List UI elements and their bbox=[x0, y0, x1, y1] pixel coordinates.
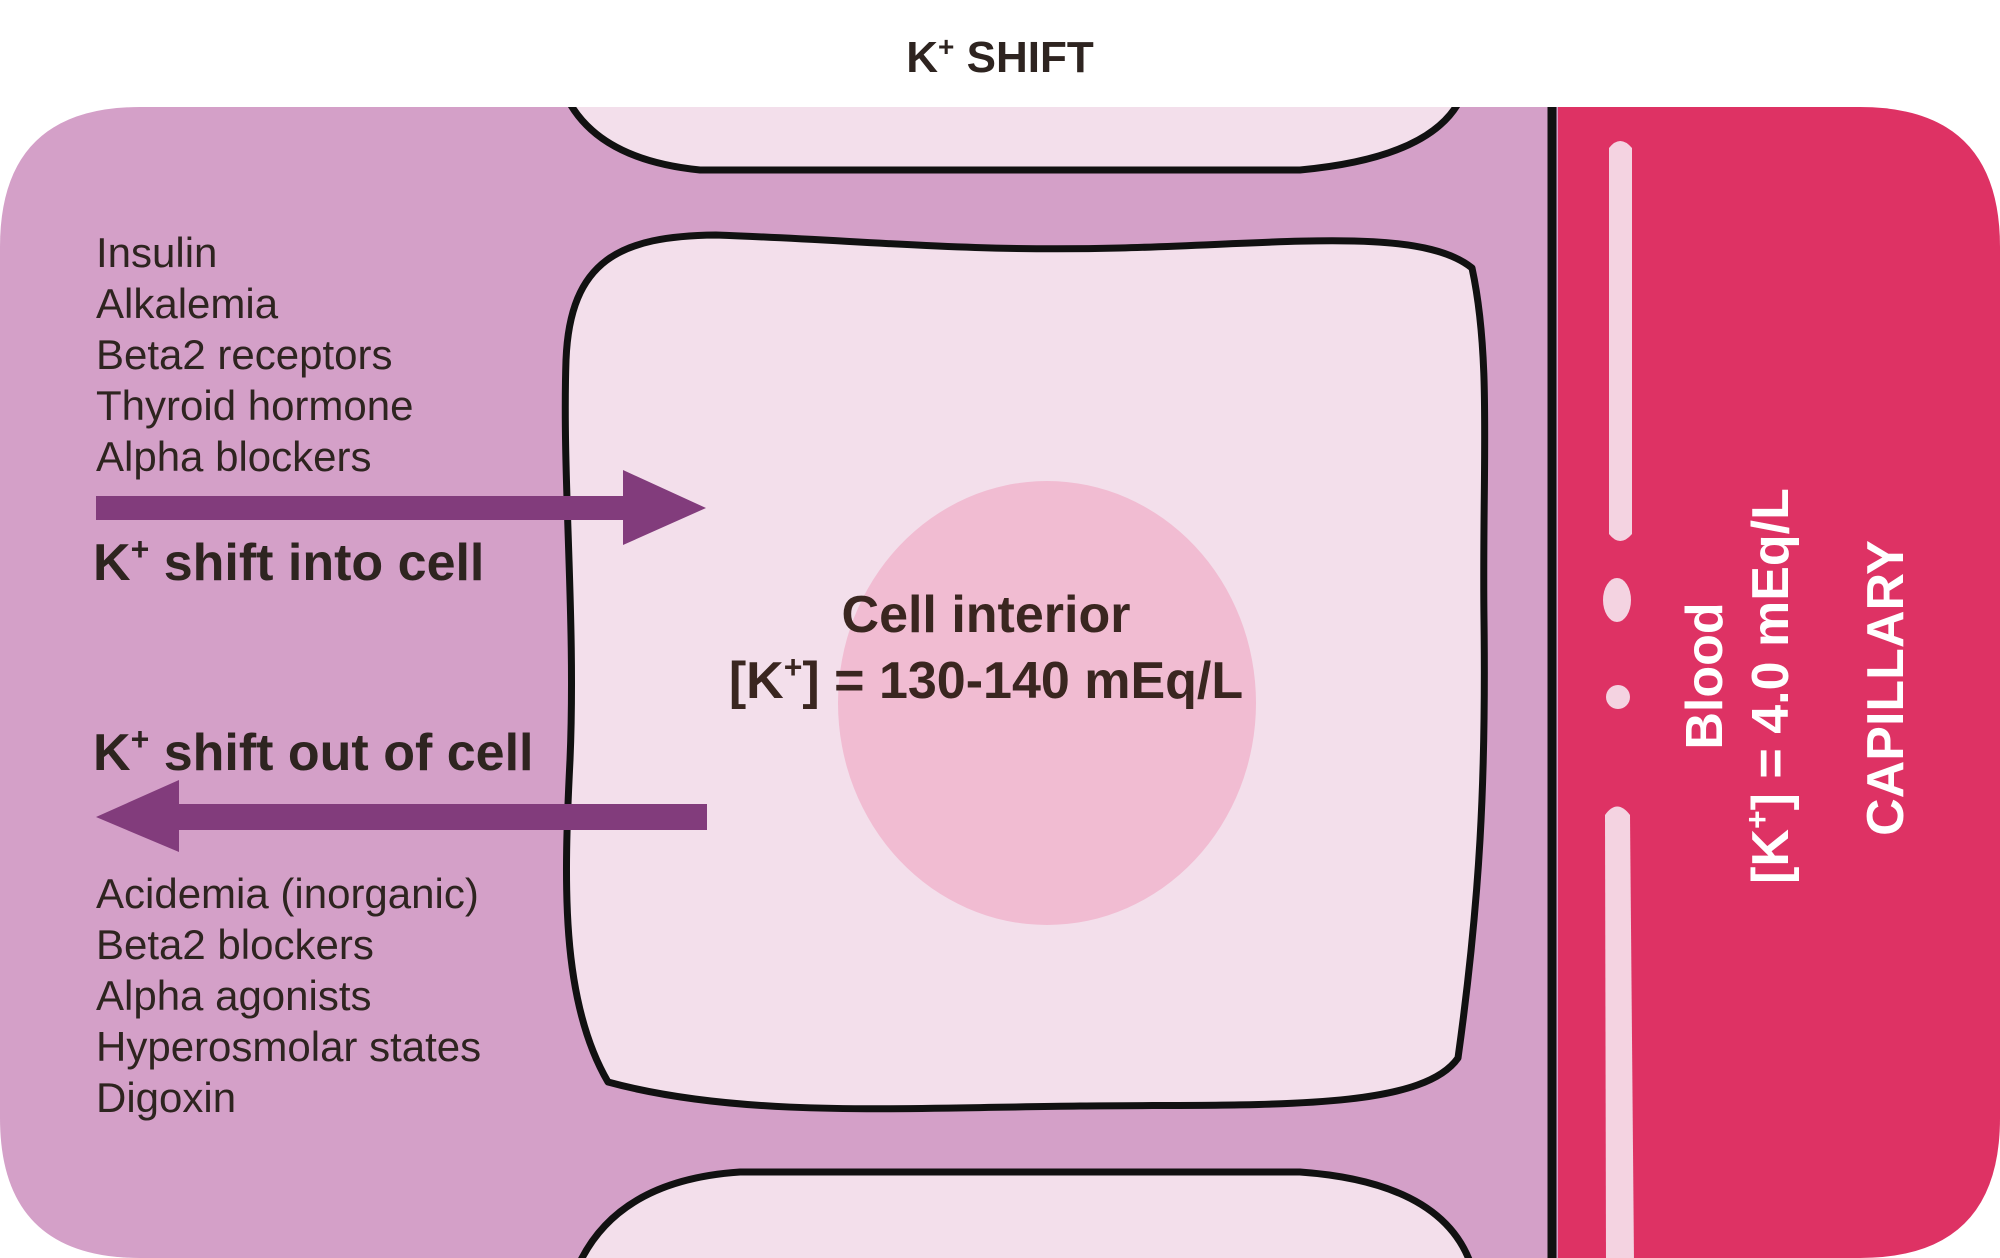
capillary-mark bbox=[1605, 806, 1634, 1258]
cell-interior-label: Cell interior bbox=[842, 586, 1131, 644]
bottom-neighbor-cell bbox=[576, 1168, 1474, 1258]
list-item: Alpha agonists bbox=[96, 972, 372, 1019]
cell-potassium-concentration: [K+] = 130-140 mEq/L bbox=[729, 649, 1243, 710]
top-neighbor-cell bbox=[564, 107, 1464, 174]
list-item: Insulin bbox=[96, 229, 217, 276]
list-item: Alkalemia bbox=[96, 280, 279, 327]
list-item: Acidemia (inorganic) bbox=[96, 870, 479, 917]
capillary-label: CAPILLARY bbox=[1857, 540, 1915, 836]
list-item: Beta2 receptors bbox=[96, 331, 393, 378]
capillary-mark bbox=[1606, 685, 1630, 709]
into-cell-factor-list: Insulin Alkalemia Beta2 receptors Thyroi… bbox=[96, 229, 413, 480]
shift-out-of-cell-label: K+ shift out of cell bbox=[93, 721, 533, 782]
blood-label: Blood bbox=[1676, 602, 1734, 749]
list-item: Beta2 blockers bbox=[96, 921, 374, 968]
list-item: Thyroid hormone bbox=[96, 382, 413, 429]
arrow-into-cell bbox=[96, 470, 706, 545]
arrow-out-of-cell bbox=[96, 780, 707, 852]
cell-nucleus bbox=[838, 481, 1256, 925]
shift-into-cell-label: K+ shift into cell bbox=[93, 531, 484, 592]
capillary-mark bbox=[1609, 141, 1632, 541]
diagram-title: K+ SHIFT bbox=[906, 31, 1094, 82]
out-of-cell-factor-list: Acidemia (inorganic) Beta2 blockers Alph… bbox=[96, 870, 481, 1121]
list-item: Alpha blockers bbox=[96, 433, 371, 480]
capillary-mark bbox=[1603, 578, 1631, 622]
list-item: Hyperosmolar states bbox=[96, 1023, 481, 1070]
blood-potassium-concentration: [K+] = 4.0 mEq/L bbox=[1739, 488, 1800, 884]
list-item: Digoxin bbox=[96, 1074, 236, 1121]
